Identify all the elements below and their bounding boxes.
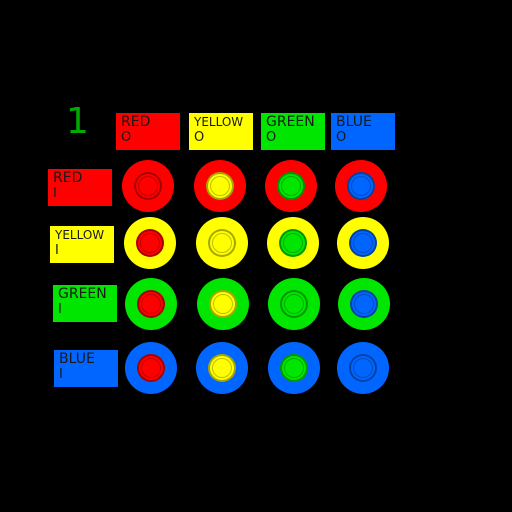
row-label-name: BLUE: [59, 351, 95, 367]
inner-circle: [277, 172, 305, 200]
grid-cell-r3-c3[interactable]: [337, 342, 389, 394]
grid-cell-r3-c0[interactable]: [125, 342, 177, 394]
column-label-symbol: O: [121, 130, 132, 145]
inner-circle: [347, 172, 375, 200]
inner-circle: [280, 290, 308, 318]
row-label-symbol: I: [53, 186, 57, 201]
inner-circle: [136, 229, 164, 257]
level-number: 1: [66, 101, 89, 142]
grid-cell-r0-c3[interactable]: [335, 160, 387, 212]
column-label-name: BLUE: [336, 114, 372, 130]
column-label-yellow[interactable]: YELLOW O: [189, 113, 253, 150]
grid-cell-r1-c3[interactable]: [337, 217, 389, 269]
column-label-name: YELLOW: [194, 115, 244, 129]
row-label-yellow[interactable]: YELLOW I: [50, 226, 114, 263]
grid-cell-r2-c0[interactable]: [125, 278, 177, 330]
inner-circle: [206, 172, 234, 200]
column-label-red[interactable]: RED O: [116, 113, 180, 150]
row-label-name: RED: [53, 170, 83, 186]
inner-circle: [134, 172, 162, 200]
grid-cell-r1-c1[interactable]: [196, 217, 248, 269]
column-label-symbol: O: [266, 130, 277, 145]
column-label-blue[interactable]: BLUE O: [331, 113, 395, 150]
inner-circle: [349, 354, 377, 382]
inner-circle: [137, 354, 165, 382]
row-label-green[interactable]: GREEN I: [53, 285, 117, 322]
inner-circle: [279, 229, 307, 257]
inner-circle: [209, 290, 237, 318]
row-label-blue[interactable]: BLUE I: [54, 350, 118, 387]
inner-circle: [349, 229, 377, 257]
grid-cell-r0-c2[interactable]: [265, 160, 317, 212]
column-label-green[interactable]: GREEN O: [261, 113, 325, 150]
row-label-symbol: I: [58, 302, 62, 317]
row-label-red[interactable]: RED I: [48, 169, 112, 206]
column-label-name: RED: [121, 114, 151, 130]
row-label-symbol: I: [59, 367, 63, 382]
inner-circle: [208, 354, 236, 382]
column-label-name: GREEN: [266, 114, 315, 130]
row-label-symbol: I: [55, 243, 59, 258]
grid-cell-r0-c0[interactable]: [122, 160, 174, 212]
inner-circle: [208, 229, 236, 257]
grid-cell-r2-c2[interactable]: [268, 278, 320, 330]
grid-cell-r3-c2[interactable]: [268, 342, 320, 394]
row-label-name: YELLOW: [55, 228, 105, 242]
inner-circle: [137, 290, 165, 318]
column-label-symbol: O: [194, 130, 205, 145]
row-label-name: GREEN: [58, 286, 107, 302]
grid-cell-r1-c0[interactable]: [124, 217, 176, 269]
grid-cell-r0-c1[interactable]: [194, 160, 246, 212]
grid-cell-r3-c1[interactable]: [196, 342, 248, 394]
grid-cell-r1-c2[interactable]: [267, 217, 319, 269]
inner-circle: [280, 354, 308, 382]
grid-cell-r2-c3[interactable]: [338, 278, 390, 330]
grid-cell-r2-c1[interactable]: [197, 278, 249, 330]
column-label-symbol: O: [336, 130, 347, 145]
inner-circle: [350, 290, 378, 318]
